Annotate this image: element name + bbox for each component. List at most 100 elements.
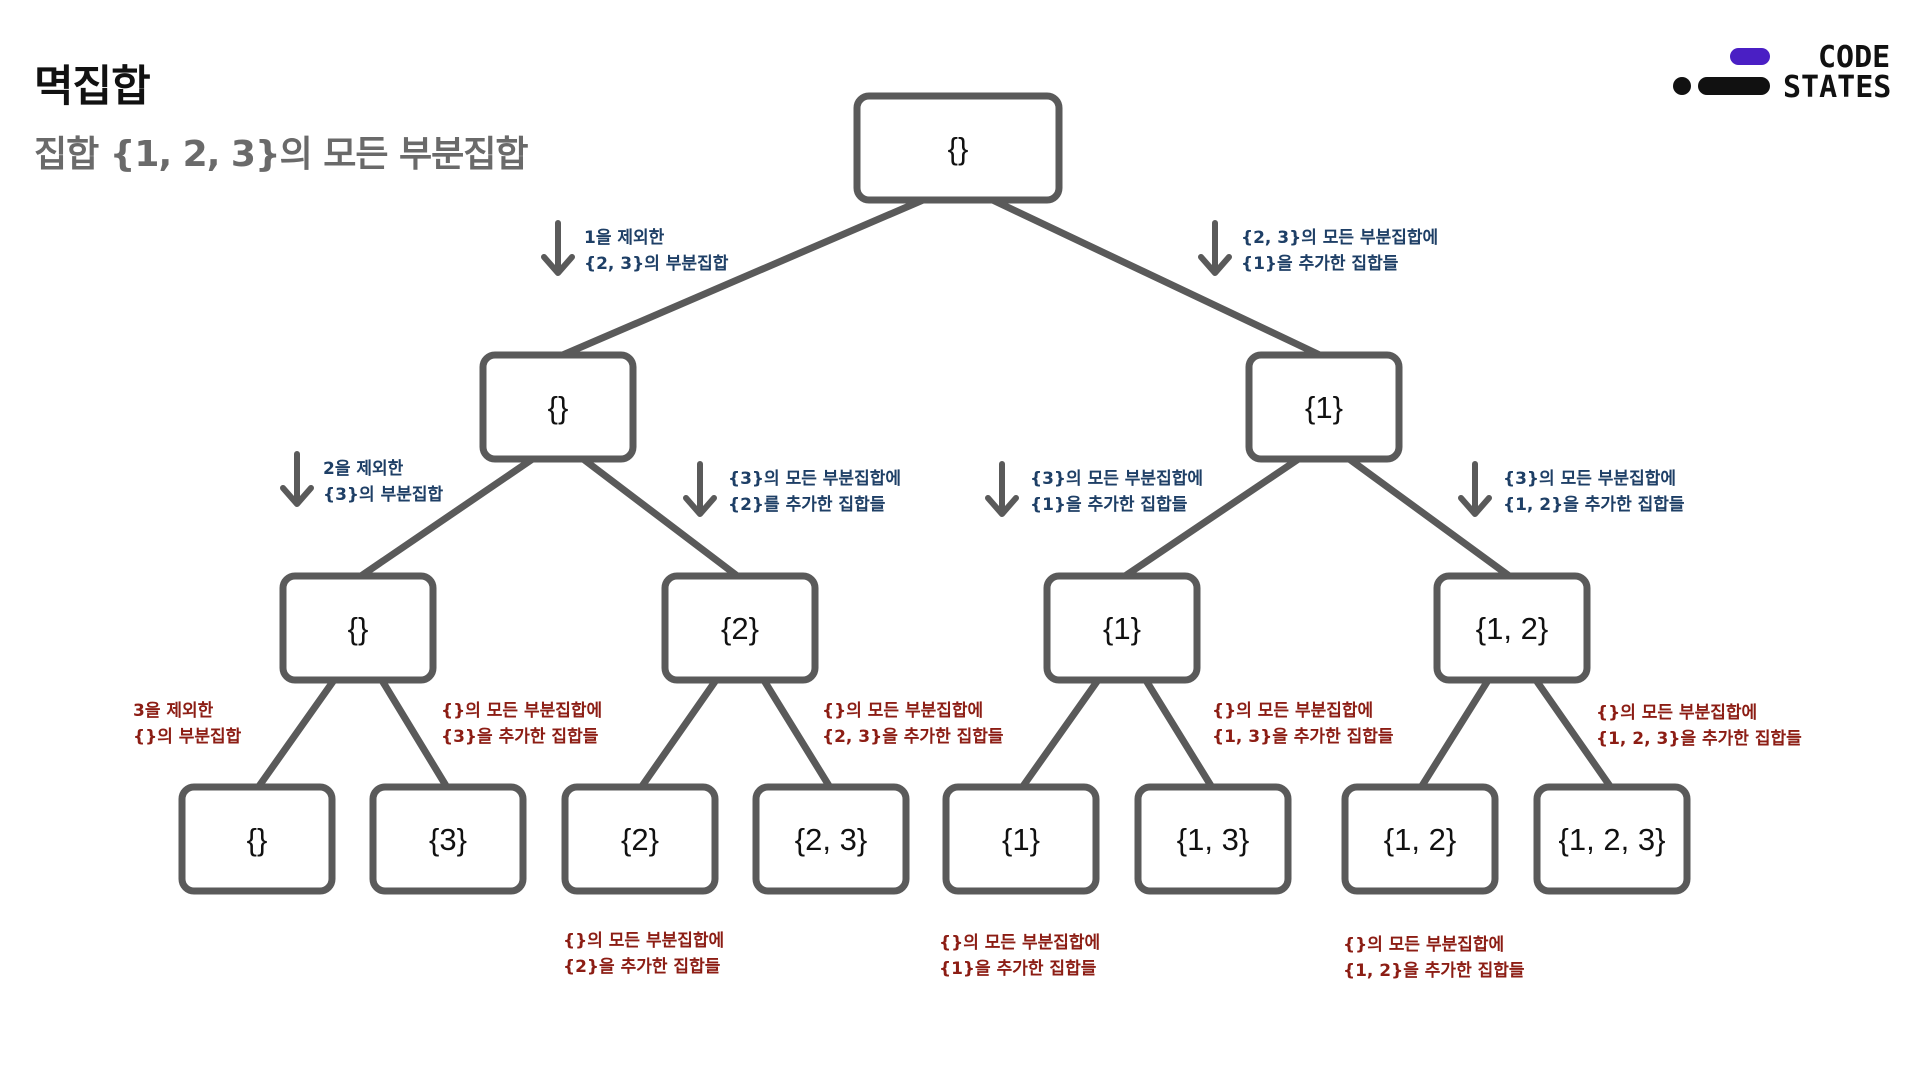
tree-node-box: [853, 92, 1063, 204]
tree-node-box: [1341, 783, 1499, 895]
tree-node: {1}: [942, 783, 1100, 895]
annotation-line: {2}을 추가한 집합들: [563, 956, 721, 977]
annotation-line: {1, 2, 3}을 추가한 집합들: [1596, 728, 1802, 749]
tree-node-box: [279, 572, 437, 684]
tree-node-box: [942, 783, 1100, 895]
annotation-line: {1, 3}을 추가한 집합들: [1212, 726, 1394, 747]
tree-node-label: {1, 3}: [1177, 822, 1249, 857]
annotation-line: {1}을 추가한 집합들: [1030, 494, 1188, 515]
annotation-line: {}의 모든 부분집합에: [1343, 934, 1504, 955]
annotation-red: {}의 모든 부분집합에 {1, 2}을 추가한 집합들: [1343, 934, 1525, 981]
logo-text-states: STATES: [1783, 70, 1892, 105]
annotation-blue: 2을 제외한 {3}의 부분집합: [280, 451, 444, 507]
annotation-line: {2, 3}의 부분집합: [584, 253, 729, 274]
tree-node-label: {2}: [621, 822, 659, 857]
codestates-logo: CODE STATES: [1665, 40, 1905, 110]
tree-edge-0: [554, 194, 932, 361]
tree-node: {2, 3}: [752, 783, 910, 895]
annotation-line: {3}을 추가한 집합들: [441, 726, 599, 747]
tree-node-box: [479, 351, 637, 463]
annotation-line: 1을 제외한: [584, 228, 665, 248]
annotation-line: {3}의 모든 부분집합에: [1503, 468, 1676, 489]
tree-node: {1, 2}: [1341, 783, 1499, 895]
annotation-line: {}의 모든 부분집합에: [1596, 702, 1757, 723]
page-subtitle: 집합 {1, 2, 3}의 모든 부분집합: [34, 134, 529, 175]
tree-node: {1}: [1245, 351, 1403, 463]
annotation-red: {}의 모든 부분집합에 {1}을 추가한 집합들: [939, 932, 1100, 979]
logo-text-code: CODE: [1818, 40, 1891, 75]
annotation-line: 2을 제외한: [323, 459, 404, 479]
tree-edge-11: [1141, 674, 1217, 793]
down-arrow-icon: [1458, 461, 1492, 517]
annotation-line: {3}의 모든 부분집합에: [728, 468, 901, 489]
tree-node-box: [369, 783, 527, 895]
tree-node: {}: [479, 351, 637, 463]
tree-node: {}: [178, 783, 336, 895]
down-arrow-icon: [985, 461, 1019, 517]
tree-node-box: [752, 783, 910, 895]
annotation-line: {2, 3}을 추가한 집합들: [822, 726, 1004, 747]
annotation-line: {}의 모든 부분집합에: [441, 700, 602, 721]
tree-node-label: {3}: [429, 822, 467, 857]
tree-node-box: [1245, 351, 1403, 463]
tree-node: {1, 2, 3}: [1533, 783, 1691, 895]
annotation-line: {3}의 모든 부분집합에: [1030, 468, 1203, 489]
tree-node: {2}: [661, 572, 819, 684]
tree-node: {1, 2}: [1433, 572, 1591, 684]
tree-edge-13: [1531, 674, 1616, 793]
tree-node-box: [661, 572, 819, 684]
tree-edge-2: [354, 453, 539, 582]
tree-node-box: [1533, 783, 1691, 895]
tree-edge-8: [636, 674, 721, 793]
tree-node-label: {1, 2}: [1476, 611, 1548, 646]
annotation-line: {}의 모든 부분집합에: [939, 932, 1100, 953]
tree-edge-5: [1343, 453, 1516, 582]
tree-node: {}: [279, 572, 437, 684]
down-arrow-icon: [541, 220, 575, 276]
tree-node-box: [1433, 572, 1591, 684]
tree-edge-1: [984, 194, 1328, 361]
annotations: 1을 제외한 {2, 3}의 부분집합 {2, 3}의 모든 부분집합에 {1}을 추…: [133, 220, 1802, 981]
annotation-red: {}의 모든 부분집합에 {2, 3}을 추가한 집합들: [822, 700, 1004, 747]
tree-edges: [253, 194, 1616, 793]
annotation-line: {}의 부분집합: [133, 726, 242, 747]
tree-node-label: {1, 2, 3}: [1559, 822, 1666, 857]
logo-mark-icon: [1673, 48, 1770, 95]
tree-edge-4: [1118, 453, 1305, 582]
annotation-line: {1, 2}을 추가한 집합들: [1343, 960, 1525, 981]
annotation-blue: 1을 제외한 {2, 3}의 부분집합: [541, 220, 729, 276]
annotation-blue: {3}의 모든 부분집합에 {1}을 추가한 집합들: [985, 461, 1203, 517]
down-arrow-icon: [683, 461, 717, 517]
tree-node: {1}: [1043, 572, 1201, 684]
tree-node-label: {2}: [721, 611, 759, 646]
tree-edge-6: [253, 674, 339, 793]
tree-node-label: {1}: [1002, 822, 1040, 857]
tree-edge-9: [759, 674, 835, 793]
tree-node: {}: [853, 92, 1063, 204]
annotation-line: {}의 모든 부분집합에: [1212, 700, 1373, 721]
tree-edge-10: [1017, 674, 1103, 793]
annotation-line: {1}을 추가한 집합들: [1241, 253, 1399, 274]
annotation-line: {1}을 추가한 집합들: [939, 958, 1097, 979]
annotation-red: {}의 모든 부분집합에 {3}을 추가한 집합들: [441, 700, 602, 747]
annotation-red: {}의 모든 부분집합에{2}을 추가한 집합들: [563, 930, 724, 977]
tree-edge-7: [377, 674, 452, 793]
tree-node: {2}: [561, 783, 719, 895]
annotation-line: {2}를 추가한 집합들: [728, 494, 886, 515]
annotation-line: {3}의 부분집합: [323, 484, 444, 505]
tree-node-box: [178, 783, 336, 895]
tree-node-box: [1134, 783, 1292, 895]
annotation-red: 3을 제외한 {}의 부분집합: [133, 701, 242, 747]
annotation-red: {}의 모든 부분집합에 {1, 2, 3}을 추가한 집합들: [1596, 702, 1802, 749]
annotation-red: {}의 모든 부분집합에 {1, 3}을 추가한 집합들: [1212, 700, 1394, 747]
tree-node-box: [1043, 572, 1201, 684]
annotation-line: {}의 모든 부분집합에: [822, 700, 983, 721]
annotation-line: {2, 3}의 모든 부분집합에: [1241, 227, 1438, 248]
annotation-blue: {3}의 모든 부분집합에 {2}를 추가한 집합들: [683, 461, 901, 517]
tree-node: {3}: [369, 783, 527, 895]
down-arrow-icon: [1198, 220, 1232, 276]
annotation-line: 3을 제외한: [133, 701, 214, 721]
tree-node-box: [561, 783, 719, 895]
tree-edge-3: [577, 453, 744, 582]
tree-node-label: {}: [948, 131, 969, 166]
